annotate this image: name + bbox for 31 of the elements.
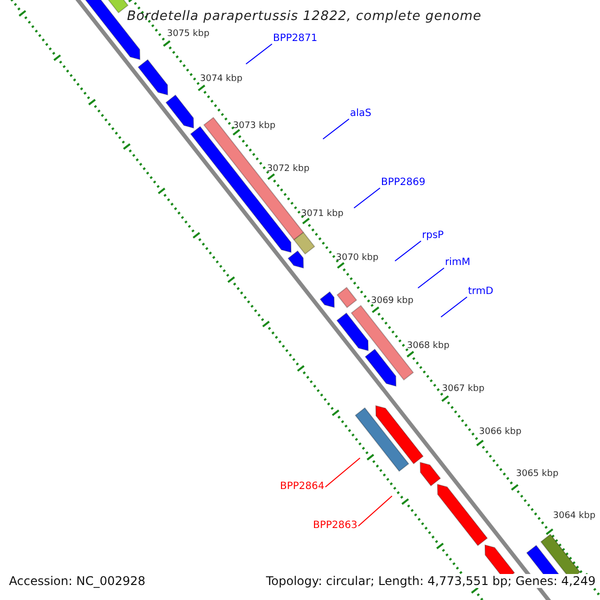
gene-label: trmD [468,286,494,298]
scale-label: 3068 kbp [407,341,450,352]
map-title: Bordetella parapertussis 12822, complete genome [127,9,482,25]
gene-label: alaS [350,108,372,120]
scale-label: 3075 kbp [167,29,210,40]
leader-line [324,458,360,488]
gene-label: BPP2863 [313,520,358,532]
leader-line [418,268,444,288]
leader-line [394,240,422,262]
gene-label: BPP2871 [273,33,318,45]
topology-text: Topology: circular; Length: 4,773,551 bp; Genes: 4,249 [266,574,596,588]
accession-text: Accession: NC_002928 [9,574,146,588]
scale-label: 3069 kbp [371,296,414,307]
leader-line [246,44,272,64]
scale-label: 3074 kbp [200,74,242,85]
scale-label: 3067 kbp [442,384,484,395]
scale-label: 3065 kbp [516,469,558,480]
scale-label: 3072 kbp [267,164,310,175]
scale-label: 3070 kbp [336,253,378,264]
scale-label: 3073 kbp [233,121,276,132]
leader-line [322,118,350,140]
gene-label: rpsP [422,230,444,242]
leader-line [440,296,468,318]
gene-label: BPP2869 [381,177,426,189]
gene-label: rimM [445,257,470,269]
leader-line [354,188,380,208]
scale-label: 3066 kbp [479,427,522,438]
scale-label: 3071 kbp [301,209,344,220]
scale-label: 3064 kbp [553,511,596,522]
leader-line [358,496,392,526]
gene-label: BPP2864 [280,481,324,493]
